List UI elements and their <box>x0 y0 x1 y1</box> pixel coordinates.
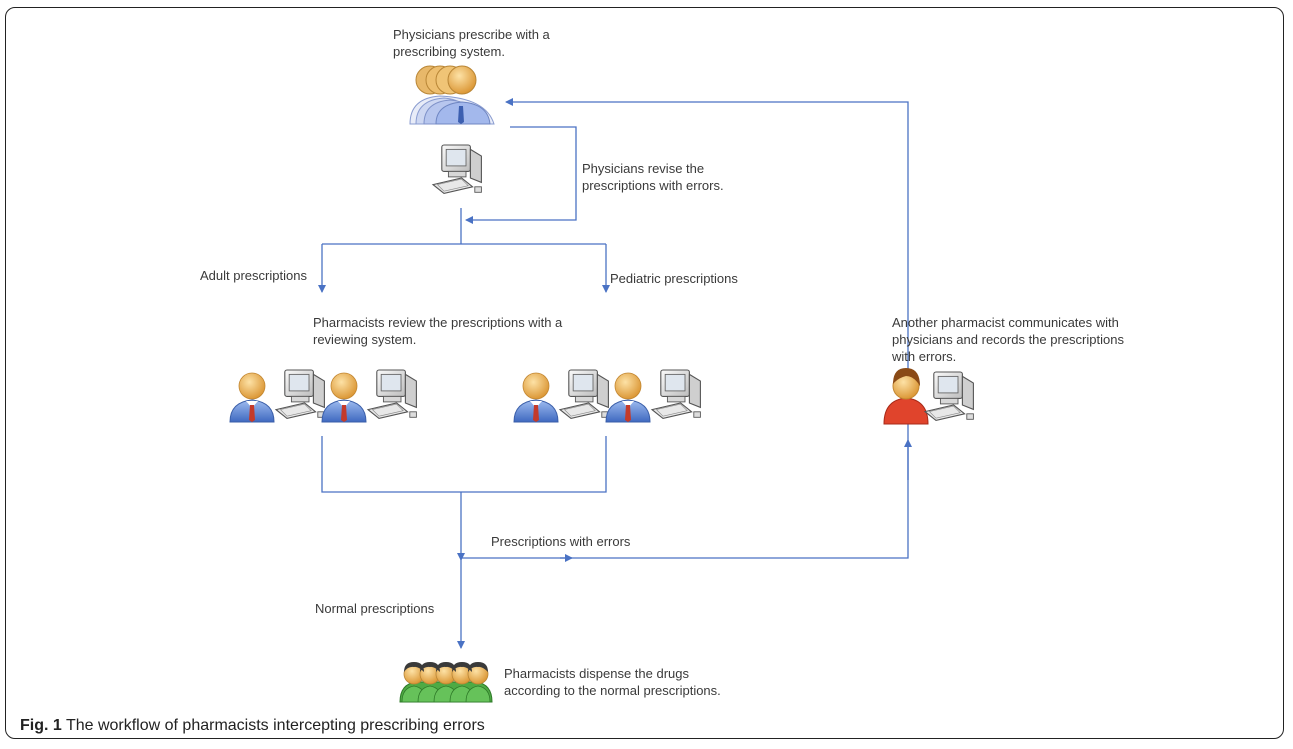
physicians-group-icon <box>409 65 495 125</box>
dispense-label: Pharmacists dispense the drugs according… <box>504 666 721 698</box>
prescriptions-with-errors-label: Prescriptions with errors <box>491 534 631 549</box>
figure-number: Fig. 1 <box>20 717 62 734</box>
pediatric-reviewers-icons <box>513 369 701 423</box>
physicians-revise-label: Physicians revise the prescriptions with… <box>582 161 724 193</box>
figure-frame <box>5 7 1284 739</box>
another-pharmacist-icon <box>883 368 974 425</box>
another-pharmacist-label: Another pharmacist communicates with phy… <box>892 315 1124 364</box>
figure-caption: Fig. 1 The workflow of pharmacists inter… <box>20 717 485 735</box>
adult-reviewers-icons <box>229 369 417 423</box>
physicians-prescribe-label: Physicians prescribe with a prescribing … <box>393 27 550 59</box>
pediatric-prescriptions-label: Pediatric prescriptions <box>610 271 738 286</box>
prescribing-computer-icon <box>432 144 482 194</box>
pharmacists-review-label: Pharmacists review the prescriptions wit… <box>313 315 563 347</box>
adult-prescriptions-label: Adult prescriptions <box>200 268 307 283</box>
normal-prescriptions-label: Normal prescriptions <box>315 601 435 616</box>
dispensing-pharmacists-icon <box>399 662 493 703</box>
figure-caption-text: The workflow of pharmacists intercepting… <box>61 717 485 734</box>
